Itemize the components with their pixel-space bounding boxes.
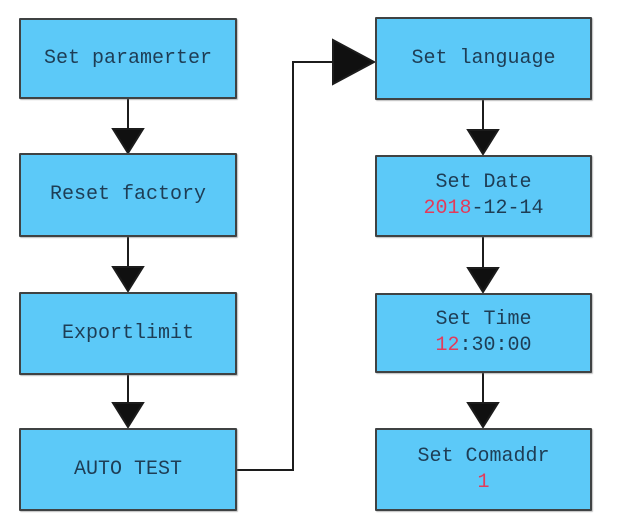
node-set-comaddr: Set Comaddr 1	[375, 428, 592, 511]
node-label: Set paramerter	[43, 46, 213, 70]
node-set-time: Set Time 12:30:00	[375, 293, 592, 373]
node-label: AUTO TEST	[73, 457, 183, 481]
value-highlight: 2018	[423, 197, 472, 220]
arrow-auto-test-to-set-language	[237, 38, 377, 471]
arrow-set-time-to-set-comaddr	[466, 373, 500, 429]
node-label: Reset factory	[49, 183, 207, 206]
node-exportlimit: Exportlimit	[19, 292, 237, 375]
node-set-language: Set language	[375, 17, 592, 100]
node-value: 1	[477, 470, 489, 496]
node-value: 2018-12-14	[423, 196, 543, 222]
node-value: 12:30:00	[435, 333, 531, 359]
node-set-parameter: Set paramerter	[19, 18, 237, 99]
node-label: Set language	[411, 46, 556, 70]
arrow-set-parameter-to-reset-factory	[111, 99, 145, 155]
value-highlight: 1	[477, 470, 490, 494]
node-reset-factory: Reset factory	[19, 153, 237, 237]
arrow-exportlimit-to-auto-test	[111, 375, 145, 429]
arrow-set-language-to-set-date	[466, 100, 500, 156]
arrow-reset-factory-to-exportlimit	[111, 237, 145, 293]
value-rest: :30:00	[459, 334, 532, 357]
node-label: Exportlimit	[61, 321, 195, 345]
node-label: Set Comaddr	[417, 444, 550, 468]
node-auto-test: AUTO TEST	[19, 428, 237, 511]
node-set-date: Set Date 2018-12-14	[375, 155, 592, 237]
node-label: Set Date	[435, 171, 532, 194]
arrow-set-date-to-set-time	[466, 237, 500, 294]
value-highlight: 12	[435, 334, 460, 357]
node-label: Set Time	[435, 308, 532, 331]
value-rest: -12-14	[471, 197, 544, 220]
